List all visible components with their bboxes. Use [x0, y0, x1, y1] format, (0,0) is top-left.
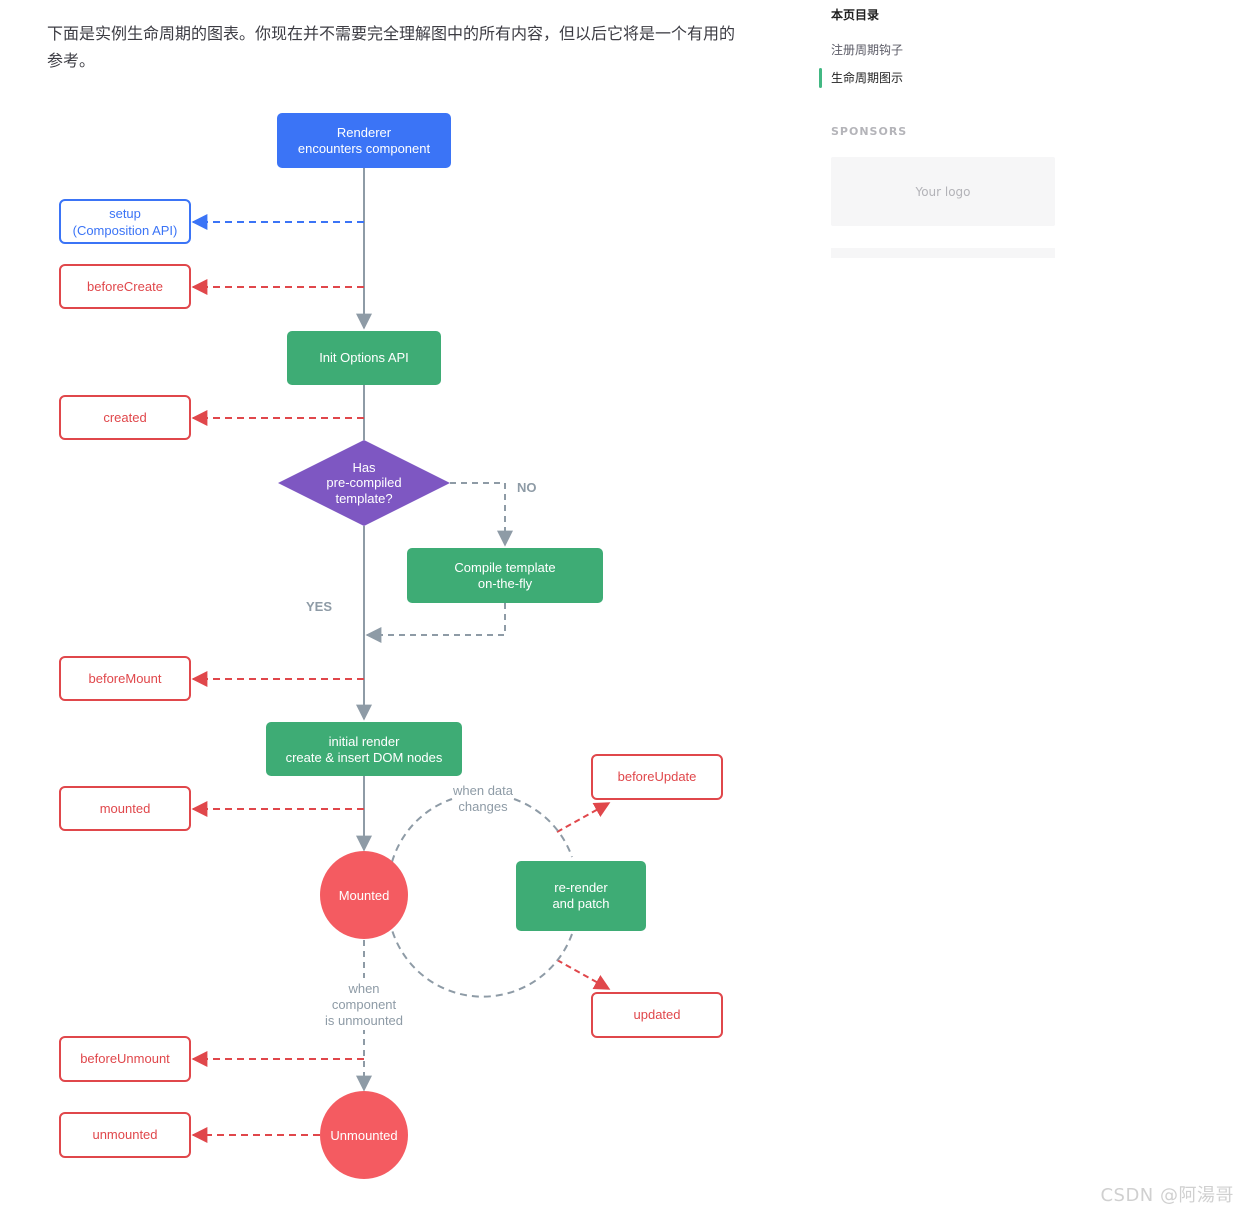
compile-template-node: Compile template on-the-fly: [407, 548, 603, 603]
sponsor-logo-slot[interactable]: Your logo: [831, 157, 1055, 226]
before-update-hook: beforeUpdate: [591, 754, 723, 800]
unmounted-label: unmounted: [92, 1127, 157, 1142]
before-unmount-label: beforeUnmount: [80, 1051, 170, 1066]
mounted-state-node: Mounted: [320, 851, 408, 939]
decision-line-2: pre-compiled: [326, 475, 401, 490]
when-data-changes-line-1: when data: [452, 783, 514, 798]
created-hook: created: [59, 395, 191, 440]
before-update-label: beforeUpdate: [618, 769, 697, 784]
no-branch-lines: [365, 482, 513, 643]
when-unmounted-line-2: component: [332, 997, 397, 1012]
renderer-line-1: Renderer: [337, 125, 392, 140]
when-unmounted-line-1: when: [347, 981, 379, 996]
before-mount-label: beforeMount: [89, 671, 162, 686]
mounted-label: mounted: [100, 801, 151, 816]
no-label: NO: [517, 480, 537, 495]
updated-label: updated: [634, 1007, 681, 1022]
setup-line-1: setup: [109, 206, 141, 221]
yes-label: YES: [306, 599, 332, 614]
rerender-node: re-render and patch: [516, 861, 646, 931]
template-decision-node: Has pre-compiled template?: [278, 440, 450, 526]
hook-arrows: [191, 214, 611, 1143]
sponsor-logo-text: Your logo: [915, 184, 971, 199]
unmounted-hook: unmounted: [59, 1112, 191, 1158]
decision-line-1: Has: [352, 460, 376, 475]
initial-render-line-1: initial render: [329, 734, 400, 749]
before-create-label: beforeCreate: [87, 279, 163, 294]
updated-hook: updated: [591, 992, 723, 1038]
decision-line-3: template?: [335, 491, 392, 506]
update-loop: [391, 798, 573, 998]
unmounted-state-node: Unmounted: [320, 1091, 408, 1179]
compile-line-2: on-the-fly: [478, 576, 533, 591]
mounted-hook: mounted: [59, 786, 191, 831]
before-create-hook: beforeCreate: [59, 264, 191, 309]
toc-item-register-hooks[interactable]: 注册周期钩子: [831, 43, 904, 57]
init-options-label: Init Options API: [319, 350, 409, 365]
sponsors-label: SPONSORS: [831, 125, 908, 138]
toc-list: 注册周期钩子 生命周期图示: [819, 36, 1091, 92]
when-unmounted-line-3: is unmounted: [325, 1013, 403, 1028]
before-mount-hook: beforeMount: [59, 656, 191, 701]
renderer-node: Renderer encounters component: [277, 113, 451, 168]
unmounted-state-label: Unmounted: [330, 1128, 397, 1143]
mounted-state-label: Mounted: [339, 888, 390, 903]
lifecycle-diagram: Renderer encounters component setup (Com…: [59, 113, 723, 1179]
sponsor-strip: [831, 248, 1055, 258]
setup-hook: setup (Composition API): [59, 199, 191, 244]
when-data-changes-line-2: changes: [458, 799, 508, 814]
table-of-contents: 本页目录 注册周期钩子 生命周期图示: [819, 6, 1091, 92]
rerender-line-1: re-render: [554, 880, 608, 895]
init-options-node: Init Options API: [287, 331, 441, 385]
before-unmount-hook: beforeUnmount: [59, 1036, 191, 1082]
toc-item-lifecycle-diagram[interactable]: 生命周期图示: [819, 64, 1091, 92]
initial-render-line-2: create & insert DOM nodes: [286, 750, 443, 765]
intro-text: 下面是实例生命周期的图表。你现在并不需要完全理解图中的所有内容，但以后它将是一个…: [47, 24, 736, 70]
toc-title: 本页目录: [831, 8, 880, 22]
compile-line-1: Compile template: [454, 560, 555, 575]
initial-render-node: initial render create & insert DOM nodes: [266, 722, 462, 776]
rerender-line-2: and patch: [552, 896, 609, 911]
created-label: created: [103, 410, 146, 425]
watermark: CSDN @阿湯哥: [1100, 1185, 1234, 1206]
renderer-line-2: encounters component: [298, 141, 431, 156]
setup-line-2: (Composition API): [73, 223, 178, 238]
